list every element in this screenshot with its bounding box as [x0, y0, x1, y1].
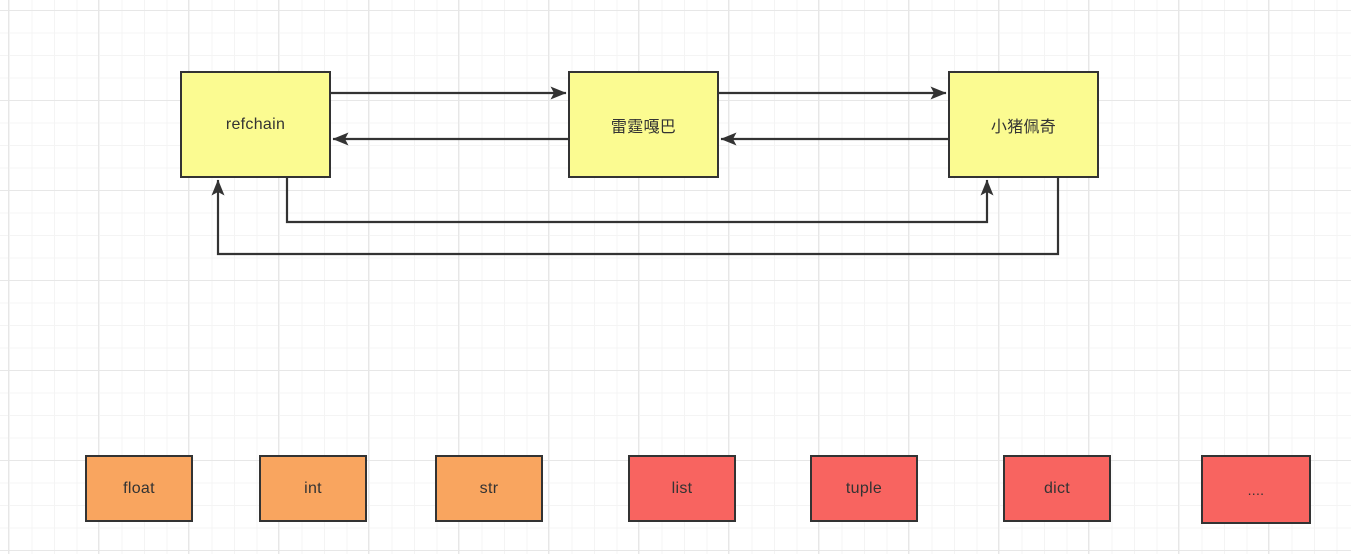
edge-xiaozhupeiqi-to-refchain-bottom[interactable] [211, 178, 1060, 256]
node-dict[interactable]: dict [1003, 455, 1111, 522]
node-label-str: str [479, 479, 499, 497]
node-leiting-gaba[interactable]: 雷霆嘎巴 [568, 71, 719, 178]
node-label-list: list [671, 479, 693, 497]
node-label-xiaozhu-peiqi: 小猪佩奇 [990, 118, 1057, 136]
node-label-dict: dict [1043, 479, 1071, 497]
node-float[interactable]: float [85, 455, 193, 522]
node-label-leiting-gaba: 雷霆嘎巴 [610, 118, 677, 136]
node-label-ellipsis: .... [1247, 481, 1265, 498]
node-label-tuple: tuple [845, 479, 883, 497]
node-xiaozhu-peiqi[interactable]: 小猪佩奇 [948, 71, 1099, 178]
node-refchain[interactable]: refchain [180, 71, 331, 178]
node-str[interactable]: str [435, 455, 543, 522]
node-label-int: int [304, 479, 322, 497]
node-label-refchain: refchain [225, 115, 286, 133]
node-int[interactable]: int [259, 455, 367, 522]
node-ellipsis[interactable]: .... [1201, 455, 1311, 524]
node-label-float: float [123, 479, 155, 497]
node-tuple[interactable]: tuple [810, 455, 918, 522]
edge-refchain-to-xiaozhupeiqi-bottom[interactable] [285, 178, 994, 224]
node-list[interactable]: list [628, 455, 736, 522]
